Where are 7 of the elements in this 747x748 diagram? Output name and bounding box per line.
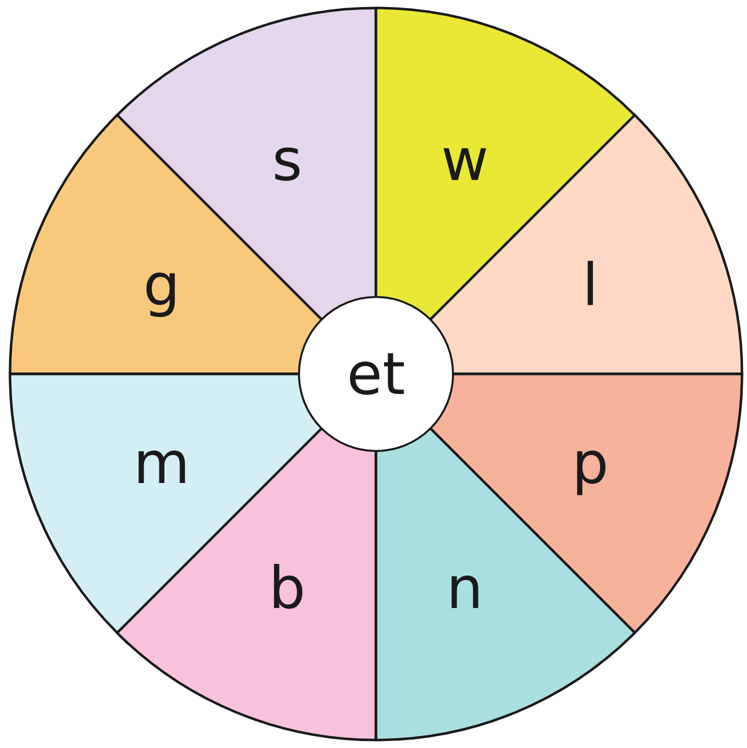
segment-letter: l [582, 256, 598, 314]
segment-letter: w [441, 130, 488, 189]
center-letters: et [346, 345, 406, 403]
segment-letter: s [272, 130, 302, 189]
segment-letter: n [446, 559, 484, 618]
segment-letter: b [268, 559, 306, 618]
segment-letter: m [133, 434, 190, 492]
